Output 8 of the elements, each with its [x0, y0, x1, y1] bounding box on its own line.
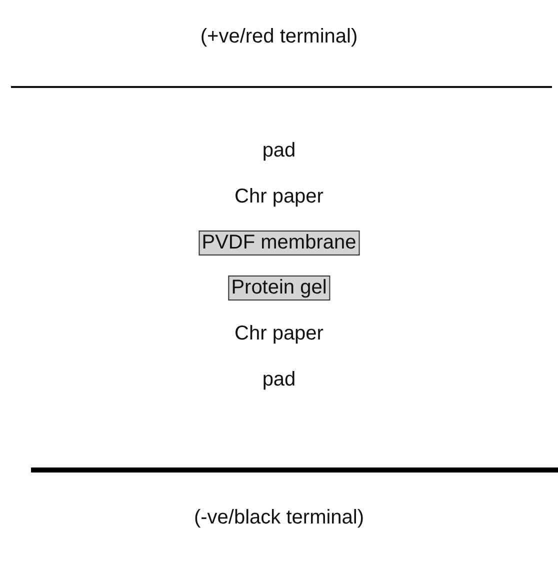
layer-label: Chr paper: [234, 186, 324, 208]
layer-label: pad: [262, 368, 296, 392]
layer-box: Protein gel: [228, 276, 330, 300]
layer-label: Chr paper: [234, 322, 324, 346]
layer-label: pad: [262, 140, 296, 162]
terminal-label: (+ve/red terminal): [200, 26, 358, 48]
layer-box: PVDF membrane: [198, 230, 360, 256]
terminal-label: (-ve/black terminal): [194, 506, 364, 530]
